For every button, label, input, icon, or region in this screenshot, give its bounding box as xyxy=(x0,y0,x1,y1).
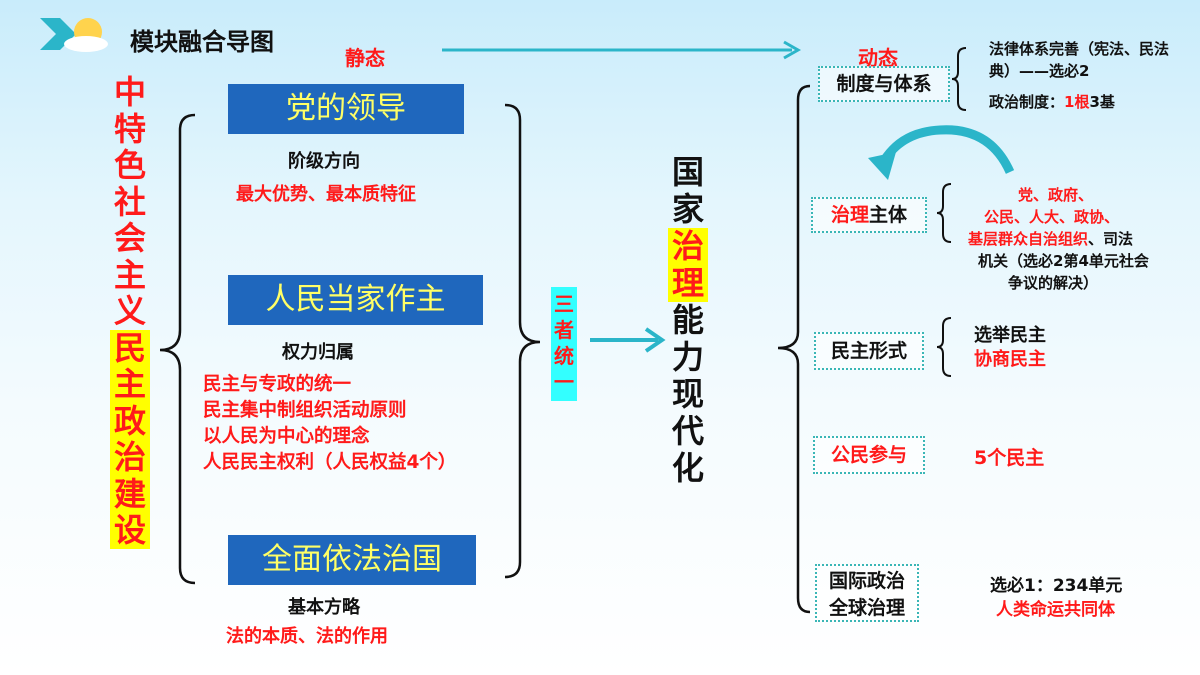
system-note-law: 法律体系完善（宪法、民法典）——选必2 xyxy=(989,40,1170,80)
rule-of-law-box: 全面依法治国 xyxy=(228,535,476,585)
subject-note: 党、政府、 公民、人大、政协、 基层群众自治组织、司法 机关（选必2第4单元社会… xyxy=(968,186,1149,292)
form-election: 选举民主 xyxy=(974,325,1046,346)
weather-logo-icon xyxy=(40,18,108,52)
citizen-note: 5个民主 xyxy=(974,447,1045,469)
unity-box: 三 者 统 一 xyxy=(551,287,577,401)
intl-note-community: 人类命运共同体 xyxy=(996,600,1115,620)
form-brace-icon xyxy=(936,317,952,377)
page-title: 模块融合导图 xyxy=(130,27,274,56)
law-sub: 基本方略 xyxy=(288,597,360,618)
citizen-participation-box: 公民参与 xyxy=(813,436,925,474)
middle-arrow-icon xyxy=(590,327,666,353)
party-leadership-box: 党的领导 xyxy=(228,84,464,134)
party-red-note: 最大优势、最本质特征 xyxy=(236,184,416,205)
intl-governance-box: 国际政治 全球治理 xyxy=(815,564,919,622)
right-big-brace-icon xyxy=(777,84,811,614)
governance-subject-box: 治理主体 xyxy=(811,197,927,233)
intl-note-units: 选必1：234单元 xyxy=(990,576,1123,596)
people-red-list: 民主与专政的统一 民主集中制组织活动原则 以人民为中心的理念 人民民主权利（人民… xyxy=(203,374,457,473)
people-sub: 权力归属 xyxy=(282,342,354,363)
left-brace-icon xyxy=(159,113,196,585)
subject-brace-icon xyxy=(936,183,952,243)
system-note-politics: 政治制度：1根3基 xyxy=(989,93,1115,111)
system-brace-icon xyxy=(951,47,967,111)
party-sub: 阶级方向 xyxy=(288,151,360,172)
right-brace-icon xyxy=(504,103,541,579)
form-consult: 协商民主 xyxy=(974,349,1046,370)
people-master-box: 人民当家作主 xyxy=(228,275,483,325)
left-vertical-title: 中 特 色 社 会 主 义 民 主 政 治 建 设 xyxy=(110,74,150,549)
law-red-note: 法的本质、法的作用 xyxy=(226,626,388,647)
system-box: 制度与体系 xyxy=(818,66,950,102)
center-vertical-title: 国 家 治 理 能 力 现 代 化 xyxy=(668,154,708,487)
top-arrow-icon xyxy=(442,40,802,60)
democracy-form-box: 民主形式 xyxy=(814,332,924,370)
static-label: 静态 xyxy=(345,46,385,70)
curved-arrow-icon xyxy=(868,125,1015,180)
